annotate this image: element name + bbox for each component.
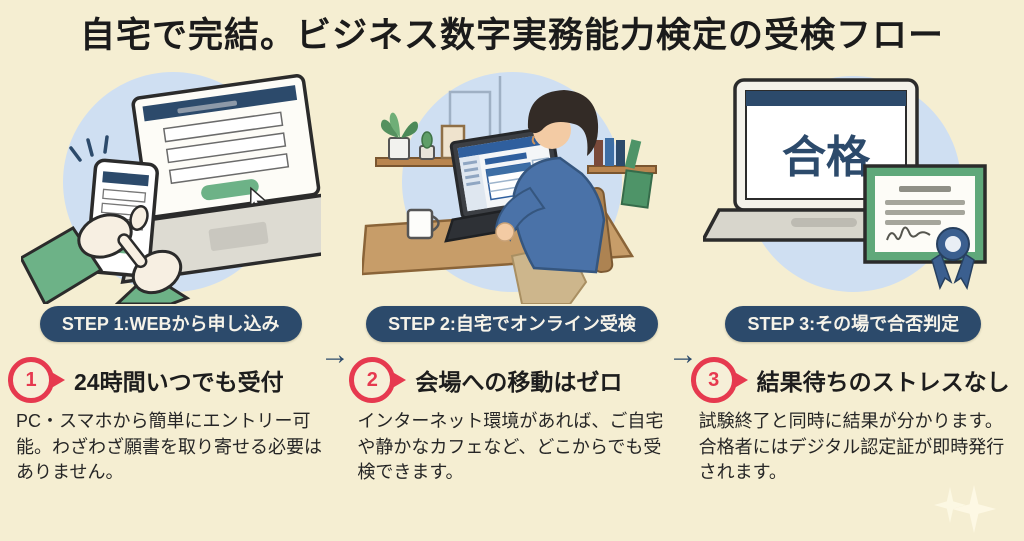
result-illustration: 合格: [703, 76, 988, 292]
step3-number-badge: 3: [690, 357, 749, 403]
step1-heading: 24時間いつでも受付: [74, 369, 284, 395]
step3-description: 試験終了と同時に結果が分かります。合格者にはデジタル認定証が即時発行されます。: [698, 411, 1005, 483]
submit-button-shape: [200, 179, 259, 201]
steps-row: STEP 1:WEBから申し込み 1 24時間いつでも受付 PC・スマホから簡単…: [0, 60, 1024, 486]
step1-description: PC・スマホから簡単にエントリー可能。わざわざ願書を取り寄せる必要はありません。: [16, 411, 322, 483]
flow-arrow-2: →: [668, 338, 698, 371]
pointing-hand-icon: [114, 233, 191, 304]
sparkle-icon: [952, 485, 996, 533]
hand: [495, 222, 515, 242]
step2-number-badge: 2: [349, 357, 407, 403]
step3-number: 3: [690, 357, 737, 403]
step3-heading: 結果待ちのストレスなし: [756, 369, 1010, 395]
step3-banner: STEP 3:その場で合否判定: [725, 306, 982, 342]
step-column-3: 合格: [683, 60, 1024, 486]
step1-number-badge: 1: [8, 357, 66, 403]
flow-arrow-1: →: [320, 338, 350, 371]
step2-banner: STEP 2:自宅でオンライン受検: [366, 306, 658, 342]
smile: [531, 135, 536, 145]
step-column-1: STEP 1:WEBから申し込み 1 24時間いつでも受付 PC・スマホから簡単…: [0, 60, 341, 486]
pass-screen-text: 合格: [782, 133, 871, 182]
step2-description: インターネット環境があれば、ご自宅や静かなカフェなど、どこからでも受検できます。: [357, 411, 664, 483]
step2-heading-row: 2 会場への移動はゼロ: [341, 357, 622, 403]
online-exam-illustration: [361, 72, 657, 304]
certificate-icon: [863, 164, 988, 291]
laptop-icon: [120, 74, 321, 285]
rosette-ribbon-icon: [931, 227, 976, 291]
step2-illustration: [361, 60, 662, 304]
sparkle-icon: [934, 487, 966, 523]
page-title: 自宅で完結。ビジネス数字実務能力検定の受検フロー: [79, 16, 944, 55]
hair: [527, 90, 599, 156]
left-hand-icon: [20, 205, 149, 304]
signup-illustration: [20, 72, 321, 304]
step1-heading-row: 1 24時間いつでも受付: [0, 357, 284, 403]
torso-shirt: [512, 156, 606, 274]
mug-icon: [406, 208, 440, 240]
signature-squiggle: [886, 226, 931, 241]
step3-illustration: 合格: [703, 60, 1003, 304]
step2-number: 2: [349, 357, 396, 403]
book-shelf-icon: [586, 138, 657, 209]
step3-heading-row: 3 結果待ちのストレスなし: [683, 357, 1010, 403]
step-column-2: STEP 2:自宅でオンライン受検 2 会場への移動はゼロ インターネット環境が…: [341, 60, 682, 486]
step1-banner: STEP 1:WEBから申し込み: [39, 306, 302, 342]
step1-number: 1: [8, 357, 54, 403]
spark-lines-icon: [68, 135, 109, 162]
step2-heading: 会場への移動はゼロ: [415, 369, 623, 395]
step1-illustration: [20, 60, 321, 304]
person-icon: [494, 90, 614, 304]
